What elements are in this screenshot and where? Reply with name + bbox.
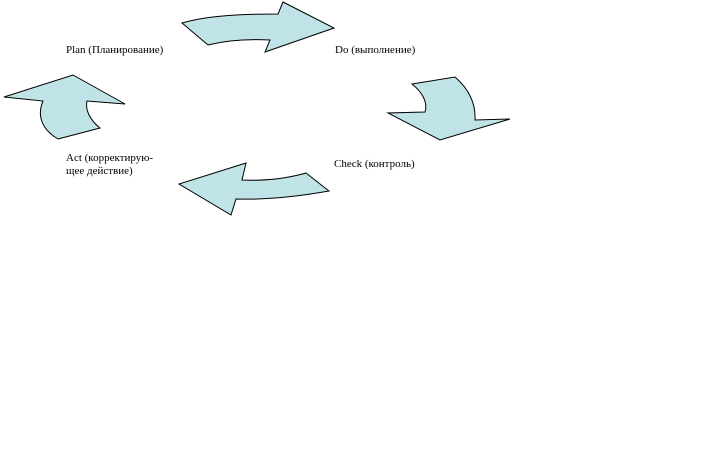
arrow-do-to-check — [386, 76, 511, 141]
do-label: Do (выполнение) — [335, 44, 415, 57]
arrow-act-to-plan — [3, 74, 126, 140]
arrow-plan-to-do — [180, 1, 336, 53]
check-label-text: Check (контроль) — [334, 158, 415, 170]
plan-label-text: Plan (Планирование) — [66, 44, 164, 56]
act-label: Act (корректирую- щее действие) — [66, 152, 153, 178]
plan-label: Plan (Планирование) — [66, 44, 163, 57]
act-label-line-2: щее действие) — [66, 165, 133, 177]
act-label-line-1: Act (корректирую- — [66, 152, 154, 164]
check-label: Check (контроль) — [334, 158, 415, 171]
do-label-text: Do (выполнение) — [335, 44, 416, 56]
arrow-check-to-act — [177, 162, 331, 216]
